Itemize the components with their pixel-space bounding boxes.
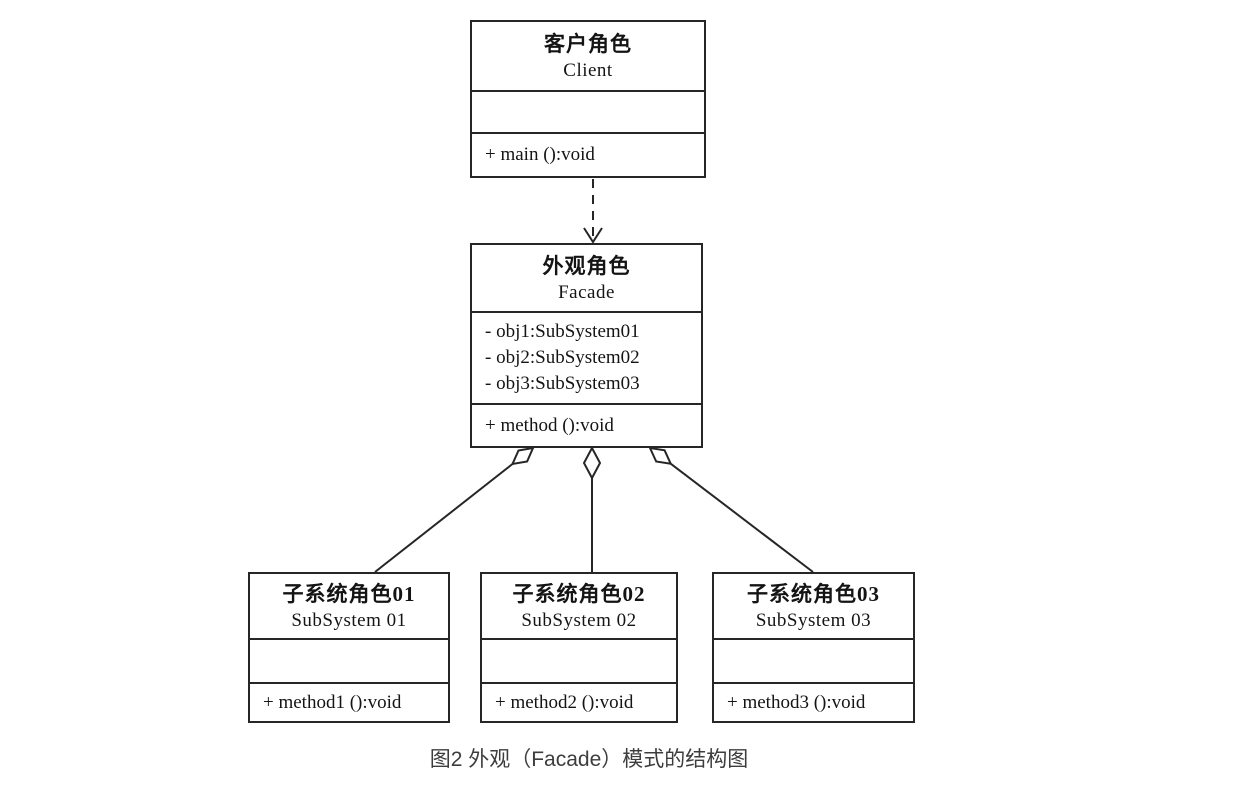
class-name-en: SubSystem 01: [291, 609, 407, 631]
class-name-en: Facade: [558, 281, 615, 303]
class-attributes-empty: [472, 90, 704, 132]
class-title-subsystem01: 子系统角色01 SubSystem 01: [250, 574, 448, 638]
class-methods: + method3 ():void: [714, 682, 913, 721]
class-attributes-empty: [250, 638, 448, 682]
class-attributes-empty: [482, 638, 676, 682]
class-attributes-empty: [714, 638, 913, 682]
class-methods: + main ():void: [472, 132, 704, 176]
aggregation-line-subsystem01: [374, 463, 514, 573]
method-entry: + main ():void: [485, 144, 595, 165]
method-entry: + method ():void: [485, 414, 614, 436]
class-methods: + method1 ():void: [250, 682, 448, 721]
class-methods: + method2 ():void: [482, 682, 676, 721]
aggregation-diamond-subsystem01: [510, 446, 535, 466]
class-name-en: SubSystem 03: [755, 609, 872, 631]
aggregation-line-subsystem03: [670, 462, 814, 573]
class-title-facade: 外观角色 Facade: [472, 245, 701, 311]
class-box-subsystem02: 子系统角色02 SubSystem 02 + method2 ():void: [480, 572, 678, 723]
class-box-facade: 外观角色 Facade - obj1:SubSystem01 - obj2:Su…: [470, 243, 703, 448]
class-name-cn: 外观角色: [542, 253, 631, 278]
attribute-entry: - obj3:SubSystem03: [485, 373, 640, 394]
aggregation-diamond-subsystem02: [582, 445, 602, 481]
class-box-subsystem01: 子系统角色01 SubSystem 01 + method1 ():void: [248, 572, 450, 723]
method-entry: + method3 ():void: [727, 691, 866, 713]
class-name-cn: 客户角色: [544, 31, 632, 56]
method-entry: + method1 ():void: [263, 691, 402, 713]
class-attributes: - obj1:SubSystem01 - obj2:SubSystem02 - …: [472, 311, 701, 403]
class-box-client: 客户角色 Client + main ():void: [470, 20, 706, 178]
class-title-subsystem03: 子系统角色03 SubSystem 03: [714, 574, 913, 638]
class-name-cn: 子系统角色01: [282, 581, 416, 606]
dependency-arrowhead-icon: [583, 227, 603, 244]
figure-caption: 图2 外观（Facade）模式的结构图: [429, 748, 749, 771]
class-name-cn: 子系统角色03: [747, 581, 880, 606]
aggregation-diamond-subsystem03: [648, 446, 673, 465]
attribute-entry: - obj1:SubSystem01: [485, 321, 640, 342]
class-name-en: SubSystem 02: [521, 609, 637, 631]
class-title-client: 客户角色 Client: [472, 22, 704, 90]
class-title-subsystem02: 子系统角色02 SubSystem 02: [482, 574, 676, 638]
class-name-en: Client: [563, 59, 613, 81]
attribute-entry: - obj2:SubSystem02: [485, 347, 640, 368]
method-entry: + method2 ():void: [495, 691, 634, 713]
class-methods: + method ():void: [472, 403, 701, 446]
class-name-cn: 子系统角色02: [512, 581, 646, 606]
class-box-subsystem03: 子系统角色03 SubSystem 03 + method3 ():void: [712, 572, 915, 723]
